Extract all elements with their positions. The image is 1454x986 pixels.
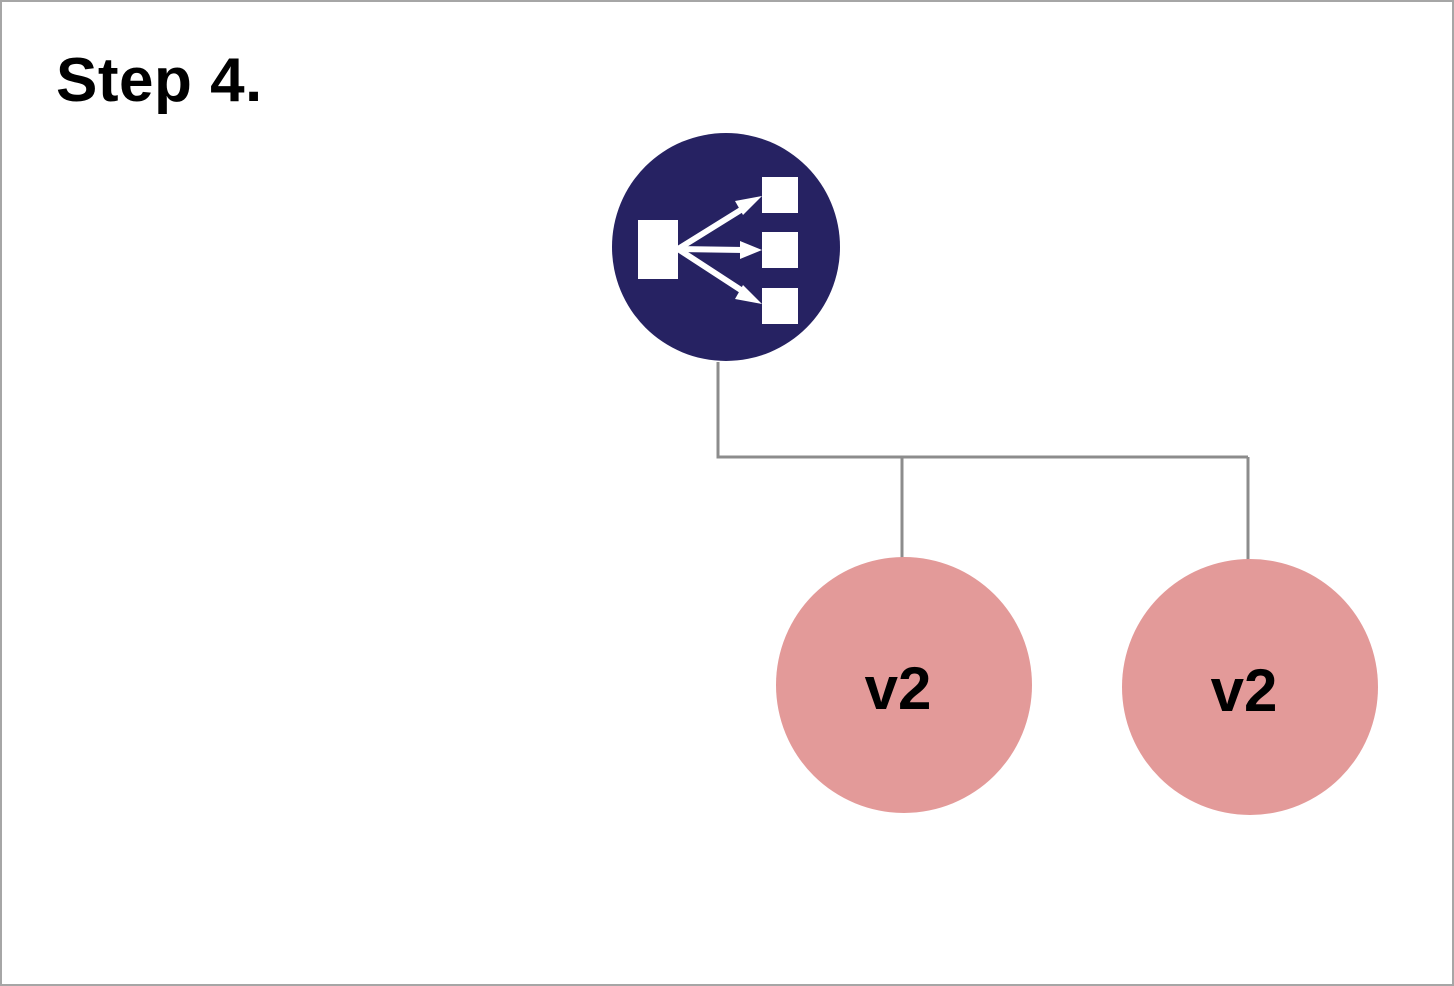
instance-node-1[interactable]: v2 <box>776 557 1032 813</box>
instance-label: v2 <box>865 655 932 722</box>
connector-lines <box>716 362 1250 560</box>
instance-label: v2 <box>1211 657 1278 724</box>
step-title: Step 4. <box>56 46 263 115</box>
load-balancer-node[interactable] <box>612 133 840 361</box>
load-balancer-icon <box>638 177 798 324</box>
instance-circle <box>776 557 1032 813</box>
instance-circle <box>1122 559 1378 815</box>
instance-node-2[interactable]: v2 <box>1122 559 1378 815</box>
connector-trunk <box>716 362 1248 459</box>
